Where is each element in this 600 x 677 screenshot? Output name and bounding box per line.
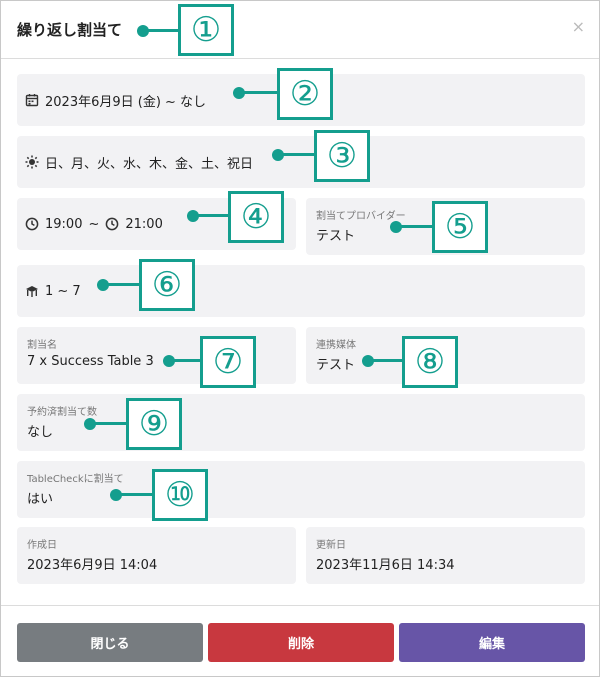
sun-icon — [25, 155, 39, 169]
annotation-dot — [110, 489, 122, 501]
annotation-badge-8: ⑧ — [402, 336, 458, 388]
provider-value: テスト — [316, 229, 356, 244]
assignment-name-value: 7 x Success Table 3 — [27, 354, 154, 369]
annotation-dot — [97, 279, 109, 291]
annotation-line — [280, 153, 314, 156]
time-separator: ~ — [88, 216, 100, 232]
annotation-line — [195, 214, 228, 217]
reserved-count-value: なし — [27, 425, 54, 440]
updated-value: 2023年11月6日 14:34 — [316, 558, 455, 573]
linked-media-label: 連携媒体 — [316, 340, 356, 351]
annotation-badge-10: ⑩ — [152, 469, 208, 521]
annotation-dot — [187, 210, 199, 222]
weekdays-value: 日、月、火、水、木、金、土、祝日 — [45, 156, 254, 172]
annotation-dot — [362, 355, 374, 367]
date-range-value: 2023年6月9日 (金) ~ なし — [45, 94, 207, 110]
reserved-count-label: 予約済割当て数 — [27, 407, 97, 418]
annotation-badge-5: ⑤ — [432, 201, 488, 253]
annotation-dot — [163, 355, 175, 367]
annotation-dot — [272, 149, 284, 161]
modal-header: 繰り返し割当て × — [1, 1, 599, 59]
annotation-line — [171, 359, 200, 362]
tablecheck-label: TableCheckに割当て — [27, 474, 124, 485]
provider-label: 割当てプロバイダー — [316, 211, 406, 222]
annotation-badge-6: ⑥ — [139, 259, 195, 311]
tablecheck-field: TableCheckに割当て はい — [17, 461, 585, 518]
annotation-line — [105, 283, 139, 286]
assignment-name-label: 割当名 — [27, 340, 57, 351]
table-icon — [25, 284, 39, 298]
time-end-value: 21:00 — [125, 216, 163, 232]
annotation-badge-3: ③ — [314, 130, 370, 182]
updated-field: 更新日 2023年11月6日 14:34 — [306, 527, 585, 584]
annotation-dot — [84, 418, 96, 430]
capacity-field: 1 ~ 7 — [17, 265, 585, 317]
annotation-badge-2: ② — [277, 68, 333, 120]
modal-title: 繰り返し割当て — [17, 21, 123, 39]
annotation-line — [145, 29, 178, 32]
linked-media-value: テスト — [316, 358, 356, 373]
annotation-dot — [233, 87, 245, 99]
updated-label: 更新日 — [316, 540, 346, 551]
annotation-dot — [390, 221, 402, 233]
close-button[interactable]: 閉じる — [17, 623, 203, 662]
annotation-dot — [137, 25, 149, 37]
calendar-icon — [25, 93, 39, 107]
created-value: 2023年6月9日 14:04 — [27, 558, 158, 573]
created-field: 作成日 2023年6月9日 14:04 — [17, 527, 296, 584]
annotation-badge-4: ④ — [228, 191, 284, 243]
clock-icon — [105, 217, 119, 231]
created-label: 作成日 — [27, 540, 57, 551]
delete-button[interactable]: 削除 — [208, 623, 394, 662]
annotation-badge-7: ⑦ — [200, 336, 256, 388]
time-start-value: 19:00 — [45, 216, 83, 232]
annotation-badge-9: ⑨ — [126, 398, 182, 450]
annotation-line — [118, 493, 152, 496]
annotation-badge-1: ① — [178, 4, 234, 56]
edit-button[interactable]: 編集 — [399, 623, 585, 662]
modal-footer: 閉じる 削除 編集 — [1, 605, 599, 677]
annotation-line — [398, 225, 432, 228]
close-icon[interactable]: × — [571, 17, 585, 36]
annotation-line — [241, 91, 277, 94]
clock-icon — [25, 217, 39, 231]
capacity-value: 1 ~ 7 — [45, 283, 81, 299]
tablecheck-value: はい — [27, 492, 54, 507]
annotation-line — [370, 359, 402, 362]
annotation-line — [92, 422, 126, 425]
weekdays-field: 日、月、火、水、木、金、土、祝日 — [17, 136, 585, 188]
